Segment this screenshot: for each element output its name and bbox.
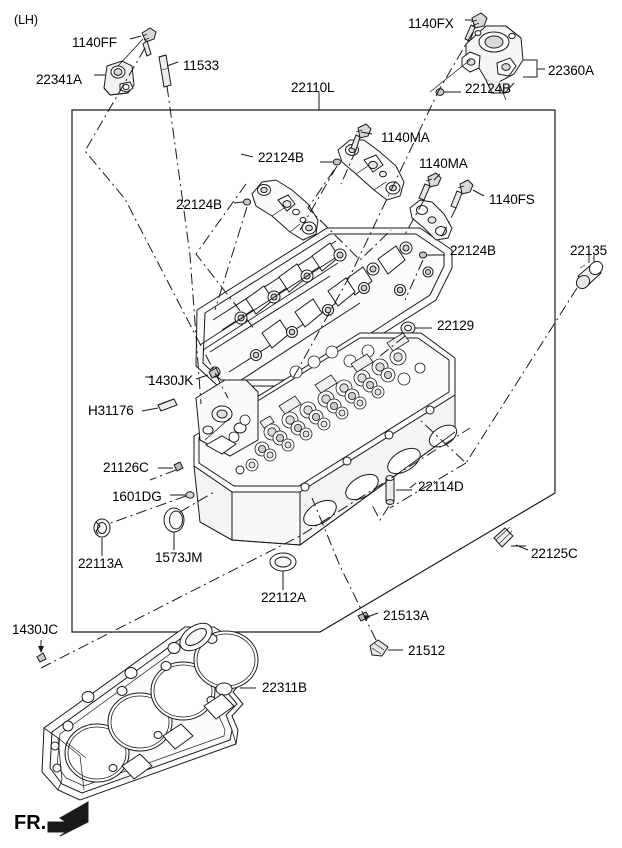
- part-22112a-seal: [269, 552, 297, 590]
- construction-lines: [117, 38, 507, 441]
- part-1140ma-bolt-2: [418, 172, 442, 201]
- part-rocker-arm-far-right: [409, 199, 453, 241]
- leader-22360a: [523, 59, 545, 78]
- part-22135-plug: [575, 249, 604, 289]
- label-22311b: 22311B: [262, 680, 307, 695]
- label-22124b-right: 22124B: [450, 243, 496, 258]
- part-22341a-bracket: [103, 60, 135, 96]
- part-1140fs-bolt: [450, 179, 474, 209]
- label-1573jm: 1573JM: [155, 550, 203, 565]
- part-22360a-housing: [461, 25, 524, 94]
- label-22113a: 22113A: [78, 556, 123, 571]
- label-21512: 21512: [408, 643, 446, 658]
- part-11533-dowel: [158, 54, 172, 88]
- label-22112a: 22112A: [261, 590, 306, 605]
- part-22311b-head-gasket: [41, 622, 259, 801]
- part-rocker-arm-right: [337, 139, 405, 201]
- leader-lines: [94, 19, 595, 551]
- label-1140ma-2: 1140MA: [419, 156, 468, 171]
- part-22114d-dowel: [385, 475, 412, 505]
- part-1430jc-seal: [36, 640, 47, 663]
- part-1140ff-bolt: [141, 27, 157, 57]
- label-22110l: 22110L: [291, 80, 335, 95]
- label-1430jc: 1430JC: [12, 622, 58, 637]
- label-22135: 22135: [570, 243, 608, 258]
- label-22341a: 22341A: [36, 72, 82, 87]
- label-1140fx: 1140FX: [408, 16, 454, 31]
- label-21513a: 21513A: [383, 608, 429, 623]
- part-22124b-dowel-a: [320, 158, 342, 166]
- label-22124b-upper: 22124B: [258, 150, 304, 165]
- part-1601dg-oring: [170, 491, 195, 499]
- part-1140ma-bolt-1: [350, 123, 372, 151]
- part-22125c-guide: [493, 526, 526, 548]
- group-boundary-box: [71, 109, 556, 633]
- label-21126c: 21126C: [103, 460, 149, 475]
- part-21512-plug: [369, 639, 403, 657]
- label-h31176: H31176: [88, 403, 134, 418]
- part-rocker-arm-left: [251, 179, 319, 241]
- label-1430jk: 1430JK: [148, 373, 194, 388]
- part-22124b-dowel-b: [233, 198, 252, 206]
- label-22114d: 22114D: [418, 479, 464, 494]
- part-1573jm-oring: [163, 507, 185, 550]
- label-1140ff: 1140FF: [72, 35, 117, 50]
- part-21513a-washer: [357, 611, 379, 622]
- front-direction-arrow: [47, 801, 89, 837]
- part-1140fx-bolt: [464, 12, 488, 42]
- part-22113a-seal: [93, 518, 111, 556]
- front-direction-label: FR.: [14, 812, 47, 834]
- label-22360a: 22360A: [548, 63, 594, 78]
- part-camshaft-carrier-frame: [195, 227, 453, 387]
- part-cylinder-head-body: [193, 332, 458, 546]
- label-22125c: 22125C: [531, 546, 578, 561]
- label-1140fs: 1140FS: [489, 192, 535, 207]
- label-1601dg: 1601DG: [112, 489, 162, 504]
- part-22124b-dowel-c: [418, 251, 445, 259]
- label-11533: 11533: [183, 58, 220, 73]
- label-22129: 22129: [437, 318, 475, 333]
- orientation-tag: (LH): [14, 13, 38, 27]
- label-1140ma-1: 1140MA: [381, 130, 430, 145]
- label-22124b-left: 22124B: [176, 197, 222, 212]
- part-h31176-pin: [141, 398, 178, 412]
- part-21126c-plug: [158, 461, 184, 472]
- label-22124b-top: 22124B: [465, 81, 511, 96]
- assembly-phantom-lines: [40, 31, 578, 669]
